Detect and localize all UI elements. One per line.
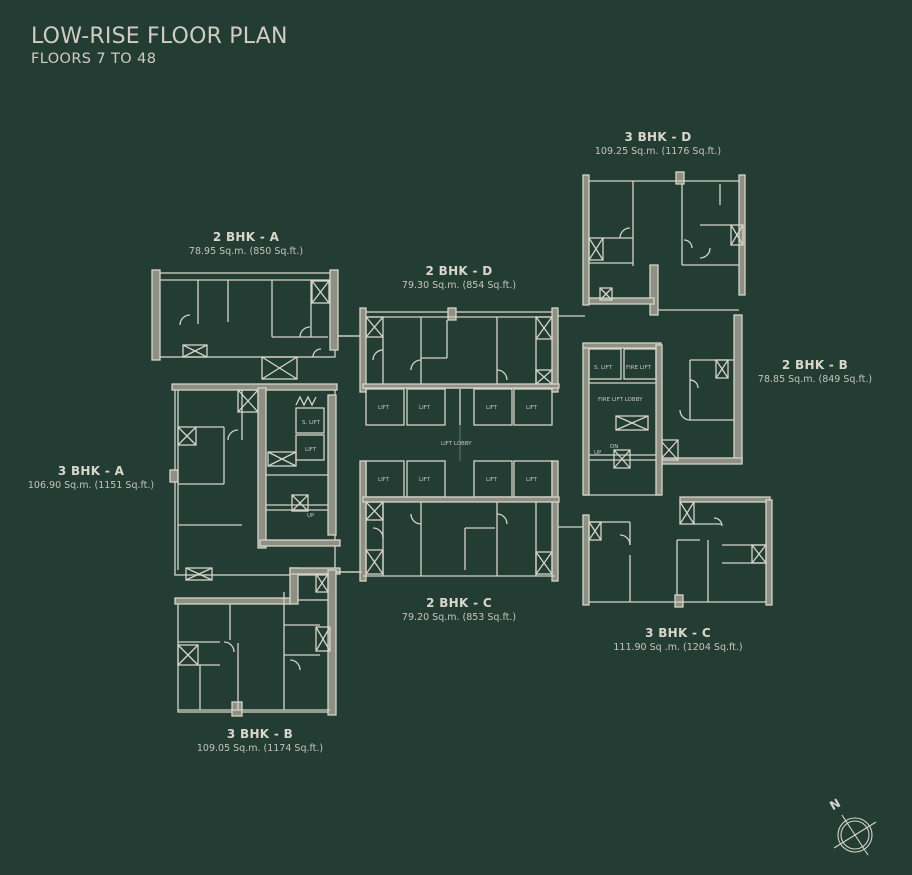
lift-label: LIFT xyxy=(486,477,498,483)
service-lift-label: S. LIFT xyxy=(594,365,613,371)
unit-name: 3 BHK - C xyxy=(645,626,711,640)
unit-name: 3 BHK - A xyxy=(57,464,125,478)
unit-label-3bhk-d: 3 BHK - D 109.25 Sq.m. (1176 Sq.ft.) xyxy=(595,130,721,157)
lift-lobby-label: LIFT LOBBY xyxy=(441,441,472,447)
unit-label-3bhk-b: 3 BHK - B 109.05 Sq.m. (1174 Sq.ft.) xyxy=(197,727,323,754)
svg-text:N: N xyxy=(827,796,843,813)
unit-area: 109.05 Sq.m. (1174 Sq.ft.) xyxy=(196,743,324,754)
unit-label-2bhk-a: 2 BHK - A 78.95 Sq.m. (850 Sq.ft.) xyxy=(189,230,303,257)
unit-label-2bhk-d: 2 BHK - D 79.30 Sq.m. (854 Sq.ft.) xyxy=(402,264,516,291)
north-compass-icon: N xyxy=(827,796,877,856)
unit-2bhk-c-outline xyxy=(336,460,585,582)
fire-lift-lobby-label: FIRE LIFT LOBBY xyxy=(598,397,643,403)
unit-2bhk-b-outline xyxy=(659,314,743,465)
lift-label: LIFT xyxy=(378,477,390,483)
stair-up-label: UP xyxy=(594,450,602,456)
unit-label-3bhk-c: 3 BHK - C 111.90 Sq .m. (1204 Sq.ft.) xyxy=(613,626,742,653)
unit-name: 2 BHK - C xyxy=(426,596,492,610)
plan-subtitle: FLOORS 7 TO 48 xyxy=(31,51,157,67)
plan-title: LOW-RISE FLOOR PLAN xyxy=(31,24,288,49)
unit-area: 109.25 Sq.m. (1176 Sq.ft.) xyxy=(594,146,722,157)
stair-down-label: DN xyxy=(610,444,618,450)
unit-area: 111.90 Sq .m. (1204 Sq.ft.) xyxy=(613,642,743,653)
unit-label-2bhk-b: 2 BHK - B 78.85 Sq.m. (849 Sq.ft.) xyxy=(758,358,872,385)
lift-label: LIFT xyxy=(486,405,498,411)
stair-up-label: UP xyxy=(307,513,315,519)
unit-label-2bhk-c: 2 BHK - C 79.20 Sq.m. (853 Sq.ft.) xyxy=(402,596,516,623)
unit-name: 2 BHK - D xyxy=(425,264,493,278)
unit-2bhk-d-outline xyxy=(338,307,585,426)
unit-area: 78.95 Sq.m. (850 Sq.ft.) xyxy=(188,246,304,257)
lift-label: LIFT xyxy=(419,405,431,411)
fire-lift-label: FIRE LIFT xyxy=(626,365,652,371)
unit-2bhk-a-outline xyxy=(151,269,360,380)
unit-area: 78.85 Sq.m. (849 Sq.ft.) xyxy=(757,374,873,385)
unit-3bhk-d-outline xyxy=(582,171,746,316)
service-lift-label: S. LIFT xyxy=(302,420,321,426)
unit-label-3bhk-a: 3 BHK - A 106.90 Sq.m. (1151 Sq.ft.) xyxy=(28,464,154,491)
unit-name: 3 BHK - B xyxy=(226,727,294,741)
unit-area: 79.20 Sq.m. (853 Sq.ft.) xyxy=(401,612,517,623)
lift-label: LIFT xyxy=(305,447,317,453)
unit-3bhk-b-outline xyxy=(174,567,362,717)
east-core-outline xyxy=(582,342,663,496)
lift-label: LIFT xyxy=(378,405,390,411)
unit-area: 106.90 Sq.m. (1151 Sq.ft.) xyxy=(27,480,155,491)
unit-3bhk-a-outline xyxy=(169,383,341,576)
unit-name: 2 BHK - A xyxy=(212,230,280,244)
unit-area: 79.30 Sq.m. (854 Sq.ft.) xyxy=(401,280,517,291)
lift-label: LIFT xyxy=(526,405,538,411)
unit-name: 2 BHK - B xyxy=(781,358,849,372)
lift-label: LIFT xyxy=(526,477,538,483)
unit-3bhk-c-outline xyxy=(582,496,773,608)
lift-label: LIFT xyxy=(419,477,431,483)
unit-name: 3 BHK - D xyxy=(624,130,692,144)
